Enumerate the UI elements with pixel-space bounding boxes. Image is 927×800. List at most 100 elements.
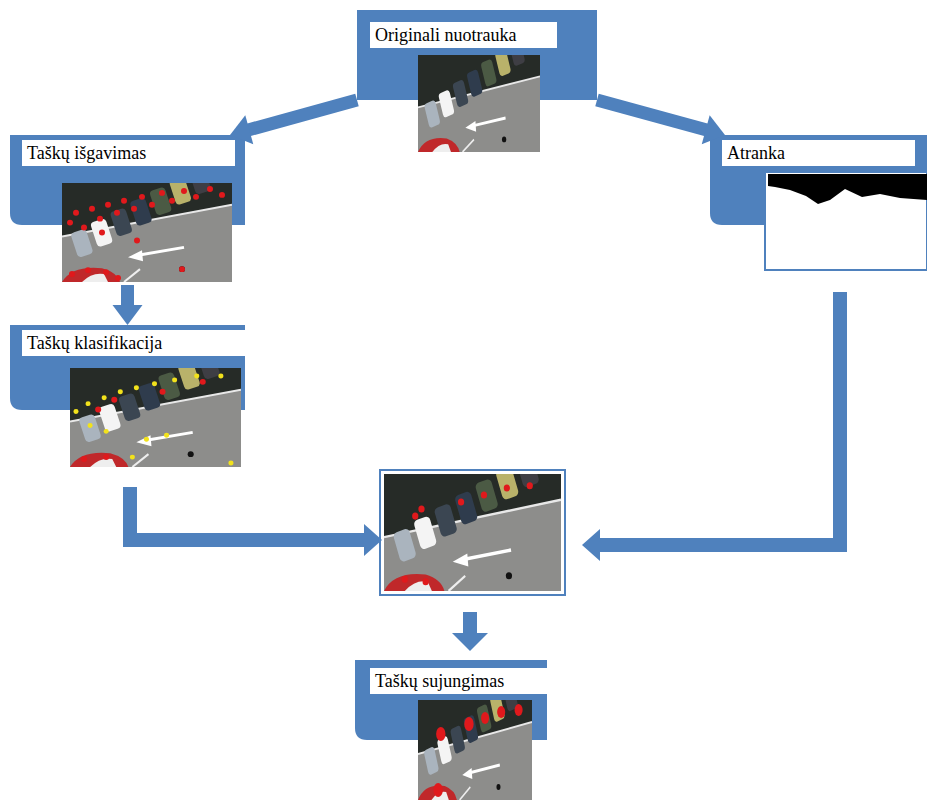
- point: [164, 433, 169, 438]
- point: [527, 482, 533, 489]
- mask-region: [768, 174, 927, 204]
- flow-arrow: [113, 285, 143, 325]
- point: [464, 717, 473, 731]
- arrow-head: [452, 633, 488, 651]
- photo-points: [62, 166, 232, 282]
- point: [81, 456, 87, 462]
- red-points: [81, 379, 206, 462]
- photo: [418, 682, 532, 800]
- point: [172, 377, 177, 382]
- point: [402, 576, 408, 583]
- point: [121, 198, 127, 204]
- point: [515, 704, 523, 716]
- merged-points: [433, 704, 522, 797]
- point: [104, 429, 109, 434]
- mask-image: [765, 172, 927, 270]
- point: [144, 437, 149, 442]
- process-box: Atranka: [710, 135, 927, 272]
- connector-line: [247, 100, 357, 130]
- photo: [62, 166, 232, 282]
- point: [481, 712, 489, 724]
- photo-selected: [384, 453, 561, 591]
- process-box: Taškų išgavimas: [10, 135, 245, 285]
- box-label: Atranka: [722, 140, 915, 166]
- point: [74, 409, 79, 414]
- point: [179, 266, 185, 272]
- box-label: Taškų klasifikacija: [22, 330, 250, 356]
- point: [105, 202, 111, 208]
- point: [103, 454, 109, 460]
- point: [139, 194, 145, 200]
- point: [86, 401, 91, 406]
- point: [134, 385, 139, 390]
- point: [89, 206, 95, 212]
- point: [160, 389, 166, 395]
- point: [111, 397, 117, 403]
- point: [194, 373, 199, 378]
- point: [69, 271, 75, 277]
- point: [200, 379, 206, 385]
- point: [504, 485, 510, 492]
- yellow-points: [74, 373, 234, 465]
- point: [412, 513, 418, 520]
- point: [130, 455, 135, 460]
- point: [458, 499, 464, 506]
- arrow-head: [582, 529, 600, 561]
- flow-arrow: [230, 100, 357, 144]
- point: [433, 783, 442, 797]
- point: [73, 210, 79, 216]
- flow-arrow: [597, 100, 725, 144]
- box-label: Taškų sujungimas: [370, 668, 547, 694]
- point: [118, 389, 123, 394]
- point: [67, 220, 73, 226]
- point: [218, 373, 223, 378]
- photo: [70, 351, 241, 467]
- point: [131, 206, 137, 212]
- point: [181, 188, 187, 194]
- point: [99, 230, 105, 236]
- point: [436, 727, 445, 741]
- arrow-head: [364, 524, 382, 556]
- point: [103, 269, 109, 275]
- point: [88, 423, 93, 428]
- point: [423, 578, 429, 585]
- point: [159, 190, 165, 196]
- point: [193, 194, 199, 200]
- connector-line: [121, 285, 134, 307]
- process-box: Taškų klasifikacija: [10, 325, 254, 470]
- point: [85, 267, 91, 273]
- point: [169, 198, 175, 204]
- point: [481, 492, 487, 499]
- point: [207, 186, 213, 192]
- point: [152, 381, 157, 386]
- process-box: Originali nuotrauka: [357, 10, 597, 155]
- point: [102, 395, 107, 400]
- connector-line: [597, 100, 708, 130]
- point: [95, 407, 101, 413]
- flow-arrow: [598, 292, 840, 545]
- point: [97, 216, 103, 222]
- box-label: Originali nuotrauka: [370, 22, 557, 48]
- photo-classified: [70, 351, 241, 467]
- point: [219, 192, 225, 198]
- point: [497, 706, 505, 718]
- process-box: Taškų sujungimas: [355, 660, 551, 800]
- point: [115, 275, 121, 281]
- box-label: Taškų išgavimas: [22, 140, 235, 166]
- flow-arrow: [130, 487, 366, 540]
- red-points: [67, 186, 225, 281]
- flow-arrow: [463, 612, 477, 634]
- point: [228, 461, 233, 466]
- point: [114, 210, 120, 216]
- red-points: [402, 482, 533, 585]
- photo: [418, 38, 540, 152]
- point: [149, 202, 155, 208]
- point: [81, 225, 87, 231]
- point: [418, 506, 424, 513]
- photo-merged: [418, 682, 532, 800]
- arrow-head: [113, 305, 143, 325]
- point: [134, 237, 140, 243]
- photo: [384, 453, 561, 591]
